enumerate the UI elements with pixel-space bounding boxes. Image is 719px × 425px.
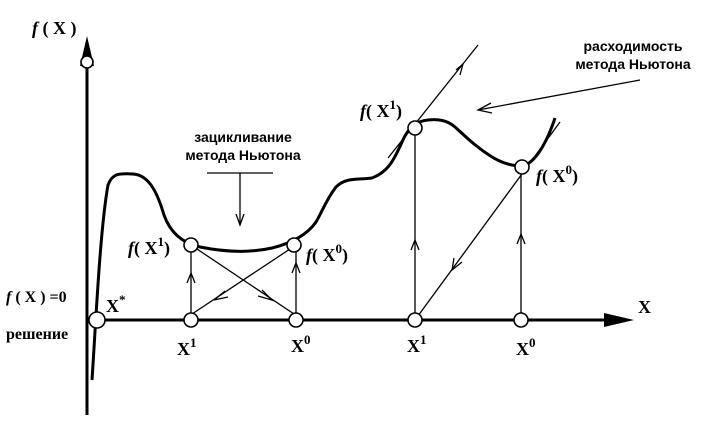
root-var-sup: * — [119, 292, 126, 307]
div-fx0-f: f — [536, 166, 542, 186]
cyc-fx1-sup: 1 — [157, 234, 165, 249]
cyc-fx0-base: ( X — [312, 245, 336, 265]
div-fx1-label: f( X1) — [360, 98, 402, 121]
div-x0-base: X — [516, 339, 529, 359]
cyc-tangent-from-fx0 — [185, 244, 297, 319]
root-var-label: X* — [106, 293, 126, 316]
cycling-caption-line1: зацикливание — [194, 129, 292, 145]
div-fx0-label: f( X0) — [536, 163, 578, 186]
cyc-x1-base: X — [177, 339, 190, 359]
cyc-fx1-marker — [183, 237, 199, 253]
cyc-fx0-f: f — [306, 245, 312, 265]
cyc-tangent-from-fx0-arrow — [213, 290, 229, 301]
root-word-label: решение — [6, 326, 69, 343]
div-tangent-at-x0-arrow — [451, 257, 463, 272]
y-axis-label-arg: ( X ) — [38, 18, 77, 38]
y-axis-top-marker — [80, 55, 94, 69]
div-x0-label: X0 — [516, 336, 536, 359]
cyc-fx0-sup: 0 — [335, 241, 343, 256]
divergence-caption: расходимость метода Ньютона — [548, 37, 718, 73]
y-axis-label-f: f — [32, 18, 38, 38]
cyc-tangent-from-fx1-arrow — [257, 289, 275, 302]
div-vertical-x0-arrow — [516, 232, 526, 245]
function-curve — [90, 117, 557, 381]
div-fx1-sup: 1 — [389, 97, 397, 112]
div-fx0-sup: 0 — [565, 162, 573, 177]
div-tangent-at-x1-arrow — [455, 62, 465, 76]
root-equation-rest: ( X ) =0 — [11, 289, 67, 306]
cyc-vertical-x0-arrow — [291, 261, 301, 274]
cyc-x0-label: X0 — [291, 333, 311, 356]
cyc-fx1-base: ( X — [134, 238, 158, 258]
cyc-tangent-from-fx1 — [190, 244, 301, 319]
div-x0-sup: 0 — [529, 335, 536, 350]
cyc-x0-marker — [288, 312, 304, 328]
div-fx0-marker — [514, 159, 530, 175]
div-fx1-marker — [407, 120, 423, 136]
cyc-fx0-marker — [286, 237, 302, 253]
x-axis-label: X — [638, 297, 651, 317]
cyc-vertical-x1-arrow — [186, 271, 196, 284]
cyc-x1-label: X1 — [177, 336, 197, 359]
root-equation-f: f — [6, 289, 12, 306]
div-fx1-base: ( X — [366, 101, 390, 121]
cycling-caption: зацикливание метода Ньютона — [158, 128, 328, 164]
cyc-fx1-f: f — [128, 238, 134, 258]
divergence-caption-line1: расходимость — [583, 38, 683, 54]
div-fx0-close: ) — [572, 166, 578, 186]
div-x1-base: X — [407, 336, 420, 356]
cyc-fx1-close: ) — [164, 238, 170, 258]
cyc-x0-base: X — [291, 336, 304, 356]
div-fx0-base: ( X — [542, 166, 566, 186]
y-axis-label: f ( X ) — [32, 19, 77, 37]
cyc-x1-sup: 1 — [190, 335, 197, 350]
divergence-pointer-arrow — [476, 102, 493, 114]
cyc-fx1-label: f( X1) — [128, 235, 170, 258]
div-x1-sup: 1 — [420, 332, 427, 347]
div-fx1-f: f — [360, 101, 366, 121]
div-tangent-at-x0 — [414, 121, 561, 321]
div-x1-marker — [407, 312, 423, 328]
cyc-x1-marker — [183, 312, 199, 328]
x-axis-arrowhead — [604, 313, 634, 327]
cyc-fx0-label: f( X0) — [306, 242, 348, 265]
root-marker — [88, 311, 106, 329]
div-fx1-close: ) — [396, 101, 402, 121]
divergence-caption-line2: метода Ньютона — [575, 56, 691, 72]
div-x1-label: X1 — [407, 333, 427, 356]
root-equation-label: f ( X ) =0 — [6, 290, 67, 306]
cyc-fx0-close: ) — [342, 245, 348, 265]
root-var-base: X — [106, 296, 119, 316]
div-vertical-x1-arrow — [410, 238, 420, 251]
cycling-caption-line2: метода Ньютона — [185, 147, 301, 163]
divergence-pointer — [477, 79, 641, 111]
div-x0-marker — [513, 312, 529, 328]
cyc-x0-sup: 0 — [304, 332, 311, 347]
cycling-pointer-arrow — [235, 213, 245, 227]
